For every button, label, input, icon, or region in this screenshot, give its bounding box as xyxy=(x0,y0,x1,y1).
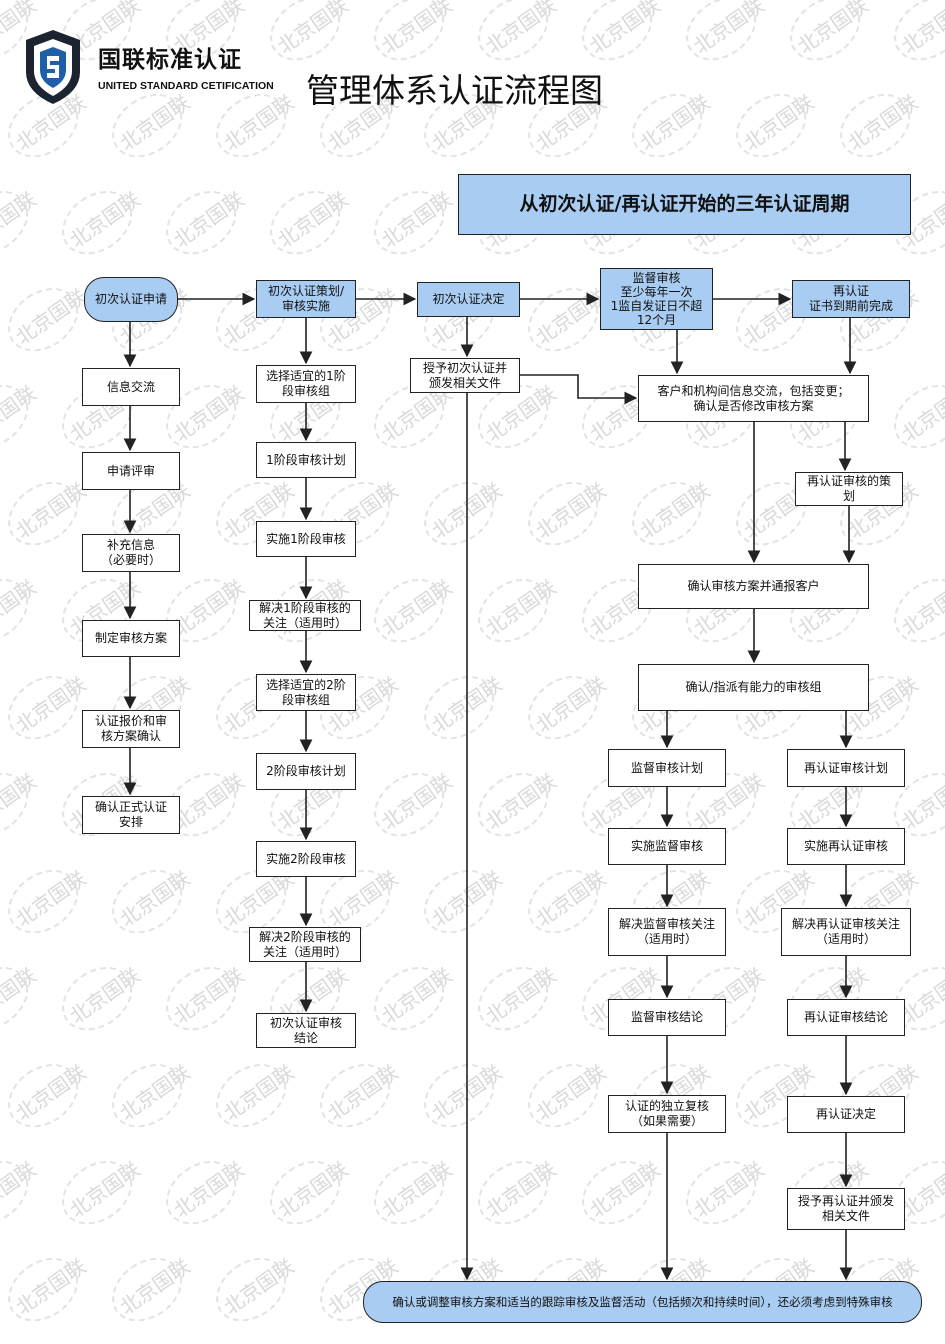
stage1-concerns: 解决1阶段审核的 关注（适用时） xyxy=(249,600,361,631)
stage2-plan: 2阶段审核计划 xyxy=(256,753,356,790)
arrow-grant-to-exchange xyxy=(520,374,638,405)
independent-review: 认证的独立复核 （如果需要） xyxy=(608,1095,726,1133)
surv-implement: 实施监督审核 xyxy=(608,828,726,865)
stage2-team: 选择适宜的2阶 段审核组 xyxy=(256,674,356,711)
info-exchange: 信息交流 xyxy=(82,368,180,406)
stage1-audit: 实施1阶段审核 xyxy=(256,521,356,557)
grant-recert: 授予再认证并颁发 相关文件 xyxy=(787,1188,905,1230)
surv-conclusion: 监督审核结论 xyxy=(608,999,726,1036)
formal-arrangement: 确认正式认证 安排 xyxy=(82,796,180,834)
assign-team: 确认/指派有能力的审核组 xyxy=(638,664,869,711)
stage2-concerns: 解决2阶段审核的 关注（适用时） xyxy=(249,927,361,962)
initial-decision: 初次认证决定 xyxy=(417,282,520,317)
quote-confirmation: 认证报价和审 核方案确认 xyxy=(82,710,180,748)
grant-initial: 授予初次认证并 颁发相关文件 xyxy=(410,358,520,393)
confirm-notify: 确认审核方案并通报客户 xyxy=(638,564,869,609)
recert-planning: 再认证审核的策 划 xyxy=(795,472,903,506)
page-title: 管理体系认证流程图 xyxy=(306,71,603,110)
surveillance-audit: 监督审核 至少每年一次 1监自发证日不超 12个月 xyxy=(600,268,713,330)
logo-subtitle: UNITED STANDARD CETIFICATION xyxy=(98,80,274,92)
surv-concerns: 解决监督审核关注 （适用时） xyxy=(608,908,726,956)
surv-plan: 监督审核计划 xyxy=(608,749,726,787)
client-exchange: 客户和机构间信息交流，包括变更； 确认是否修改审核方案 xyxy=(638,375,869,422)
stage1-plan: 1阶段审核计划 xyxy=(256,442,356,478)
company-logo: 国联标准认证 UNITED STANDARD CETIFICATION xyxy=(20,22,274,108)
recert-conclusion: 再认证审核结论 xyxy=(787,999,905,1036)
recert-plan: 再认证审核计划 xyxy=(787,749,905,787)
recertification-head: 再认证 证书到期前完成 xyxy=(792,280,910,318)
cycle-header: 从初次认证/再认证开始的三年认证周期 xyxy=(458,174,911,235)
recert-decision: 再认证决定 xyxy=(787,1096,905,1133)
recert-implement: 实施再认证审核 xyxy=(787,828,905,865)
logo-name: 国联标准认证 xyxy=(98,47,242,73)
shield-logo-icon xyxy=(26,30,80,104)
recert-concerns: 解决再认证审核关注 （适用时） xyxy=(781,908,911,956)
application-review: 申请评审 xyxy=(82,452,180,490)
initial-planning: 初次认证策划/ 审核实施 xyxy=(256,280,356,318)
adjust-program: 确认或调整审核方案和适当的跟踪审核及监督活动（包括频次和持续时间），还必须考虑到… xyxy=(363,1281,922,1323)
supplementary-info: 补充信息 （必要时） xyxy=(82,534,180,572)
initial-conclusion: 初次认证审核 结论 xyxy=(256,1013,356,1048)
stage1-team: 选择适宜的1阶 段审核组 xyxy=(256,365,356,403)
audit-program-plan: 制定审核方案 xyxy=(82,620,180,657)
initial-application: 初次认证申请 xyxy=(84,277,178,322)
stage2-audit: 实施2阶段审核 xyxy=(256,841,356,877)
